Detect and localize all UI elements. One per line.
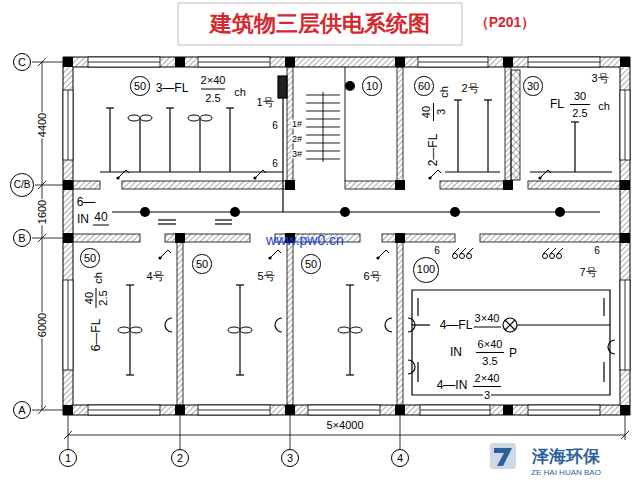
fixture-label: 6— [76, 196, 97, 208]
wire-count: 6 [433, 246, 441, 256]
room-number-text: 10 [366, 81, 378, 92]
axis-bubble-text: B [18, 233, 25, 244]
axis-bubble-text: C/B [14, 180, 31, 190]
dimension: 4400 [37, 112, 48, 138]
axis-bubble-text: C [18, 57, 26, 68]
fixture-label: 4—IN [436, 379, 469, 391]
watermark: www.pw0.cn [265, 233, 345, 247]
fixture-label: 6—FL [90, 318, 102, 353]
stair [306, 67, 345, 181]
riser-label: 1# [291, 120, 303, 129]
fraction-denominator: 2.5 [98, 289, 109, 306]
fraction-numerator: 40 [84, 291, 95, 305]
fixture-label: IN [449, 346, 463, 358]
mounting-code: ch [597, 101, 611, 112]
corridor-lamps [140, 81, 565, 217]
inner-wall [73, 67, 620, 405]
watermark-logo [490, 443, 516, 469]
room-number: 30 [523, 76, 542, 95]
panel-label: 6号 [362, 271, 381, 282]
wire-count: 6 [593, 246, 601, 256]
fraction-denominator: 2.5 [571, 108, 588, 119]
fraction-numerator: 30 [573, 91, 587, 102]
watermark: 泽海环保 [531, 448, 601, 465]
diagram-title: 建筑物三层供电系统图 [210, 13, 430, 35]
axis-bubble-text: 3 [287, 453, 293, 464]
axis-bubble: B [13, 229, 31, 247]
watermark: ZE HAI HUAN BAO [530, 469, 602, 477]
room-number: 50 [80, 248, 99, 267]
room-number-text: 30 [527, 81, 539, 92]
dimension: 6000 [37, 312, 48, 338]
fraction-denominator: 3 [483, 390, 491, 401]
fraction-bars [93, 89, 590, 387]
fixture-label: FL [549, 98, 565, 110]
room-number: 50 [130, 76, 149, 95]
axis-bubble-text: A [18, 405, 25, 416]
wiring [100, 76, 615, 395]
axis-bubble: 2 [171, 449, 189, 467]
axis-bubble-text: 2 [177, 453, 183, 464]
panel-label: 4号 [145, 271, 164, 282]
riser-label: 2# [291, 135, 303, 144]
dimension: 5×4000 [325, 420, 364, 431]
title-box [178, 3, 462, 45]
room-number: 60 [414, 76, 433, 95]
room-number-text: 50 [196, 259, 208, 270]
axis-lines [32, 58, 629, 449]
panel-label: 1号 [255, 97, 274, 108]
columns [63, 57, 630, 415]
axis-bubble-text: 4 [397, 453, 403, 464]
fixture-label: 40 [93, 211, 108, 223]
axis-bubble: C [13, 53, 31, 71]
room-number-text: 100 [417, 264, 435, 275]
panel-label: 3号 [590, 73, 609, 84]
axis-bubble-text: 1 [65, 453, 71, 464]
room-number: 50 [301, 254, 320, 273]
mounting-code: ch [439, 85, 450, 99]
wire-count: 6 [271, 121, 279, 131]
room-number-text: 60 [418, 81, 430, 92]
fixture-label: IN [76, 213, 90, 225]
wire-count: 6 [271, 159, 279, 169]
mounting-code: ch [93, 271, 104, 285]
axis-bubble: C/B [10, 173, 34, 197]
room-number-text: 50 [134, 81, 146, 92]
axis-bubble: A [13, 401, 31, 419]
room-number: 50 [192, 254, 211, 273]
mounting-code: P [508, 347, 518, 359]
room-number: 10 [362, 76, 381, 95]
panel-label: 2号 [460, 83, 479, 94]
fixture-label: 3—FL [155, 82, 190, 94]
room-number-text: 50 [305, 259, 317, 270]
fraction-denominator: 3.5 [481, 356, 498, 367]
fraction-numerator: 40 [421, 105, 432, 119]
ceiling-fans [118, 115, 362, 333]
room-number-text: 50 [84, 253, 96, 264]
fraction-numerator: 2×40 [474, 373, 501, 384]
outer-wall [63, 57, 630, 415]
shaft [511, 70, 520, 180]
page-reference: （P201） [474, 15, 537, 29]
riser-label: 3# [291, 150, 303, 159]
panel-label: 7号 [578, 267, 597, 278]
mounting-code: ch [233, 87, 247, 98]
dimension: 1600 [37, 199, 48, 225]
axis-bubble: 4 [391, 449, 409, 467]
window-symbols [63, 57, 630, 415]
axis-bubble: 1 [59, 449, 77, 467]
fraction-numerator: 2×40 [200, 75, 227, 86]
panel-label: 5号 [256, 271, 275, 282]
fraction-denominator: 3 [436, 108, 447, 116]
fraction-numerator: 3×40 [474, 313, 501, 324]
switches [116, 170, 563, 260]
fraction-denominator: 2.5 [204, 93, 221, 104]
fraction-numerator: 6×40 [477, 339, 504, 350]
fixture-label: 4—FL [439, 319, 474, 331]
axis-bubble: 3 [281, 449, 299, 467]
fixture-label: 2—FL [427, 133, 439, 168]
room-number: 100 [413, 257, 438, 282]
